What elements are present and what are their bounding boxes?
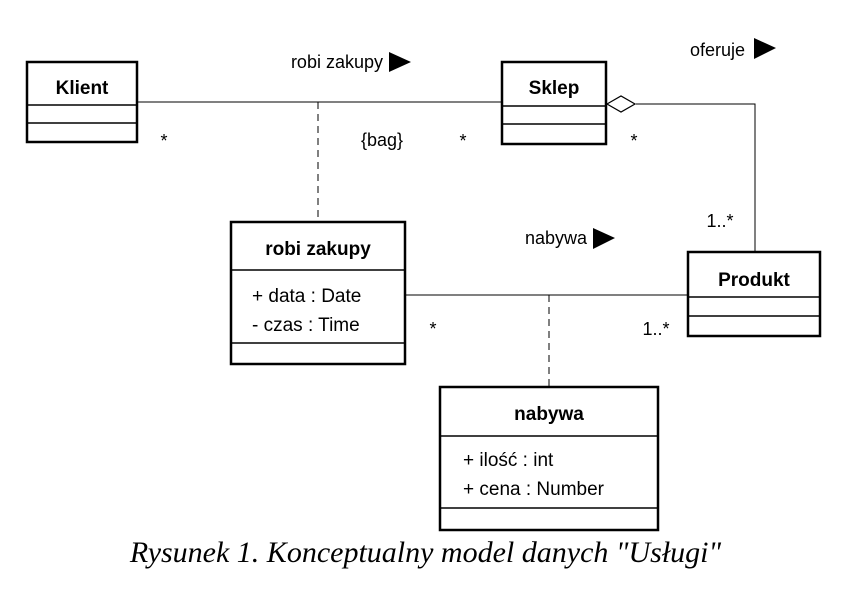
attribute-cena: + cena : Number xyxy=(463,479,605,500)
class-name-sklep: Sklep xyxy=(529,78,580,99)
class-produkt[interactable]: Produkt xyxy=(686,250,822,338)
association-label-robi-zakupy: robi zakupy xyxy=(291,52,383,72)
multiplicity-klient: * xyxy=(160,131,167,151)
multiplicity-robi-zakupy-nabywa: * xyxy=(429,319,436,339)
multiplicity-produkt-nabywa: 1..* xyxy=(642,319,669,339)
association-label-oferuje: oferuje xyxy=(690,40,745,60)
class-robi-zakupy[interactable]: robi zakupy + data : Date - czas : Time xyxy=(229,220,407,366)
class-name-klient: Klient xyxy=(56,78,109,99)
attribute-data: + data : Date xyxy=(252,286,361,307)
aggregation-line-oferuje xyxy=(636,103,756,252)
uml-class-diagram: Klient Sklep Produkt robi zakupy + data … xyxy=(25,38,822,532)
class-klient[interactable]: Klient xyxy=(25,60,139,144)
class-nabywa[interactable]: nabywa + ilość : int + cena : Number xyxy=(438,385,660,532)
association-label-nabywa: nabywa xyxy=(525,228,588,248)
multiplicity-sklep-oferuje: * xyxy=(630,131,637,151)
class-name-robi-zakupy: robi zakupy xyxy=(265,239,371,260)
association-constraint-bag: {bag} xyxy=(361,130,403,150)
class-name-produkt: Produkt xyxy=(718,270,790,291)
figure-caption: Rysunek 1. Konceptualny model danych "Us… xyxy=(129,536,722,569)
attribute-czas: - czas : Time xyxy=(252,315,360,336)
aggregation-diamond-icon xyxy=(605,95,637,113)
attribute-ilosc: + ilość : int xyxy=(463,450,554,471)
class-name-nabywa: nabywa xyxy=(514,404,584,425)
multiplicity-sklep-robi-zakupy: * xyxy=(459,131,466,151)
direction-arrow-icon xyxy=(389,52,411,72)
direction-arrow-icon xyxy=(593,228,615,249)
multiplicity-produkt-oferuje: 1..* xyxy=(706,211,733,231)
class-sklep[interactable]: Sklep xyxy=(500,60,608,146)
direction-arrow-icon xyxy=(754,38,776,59)
